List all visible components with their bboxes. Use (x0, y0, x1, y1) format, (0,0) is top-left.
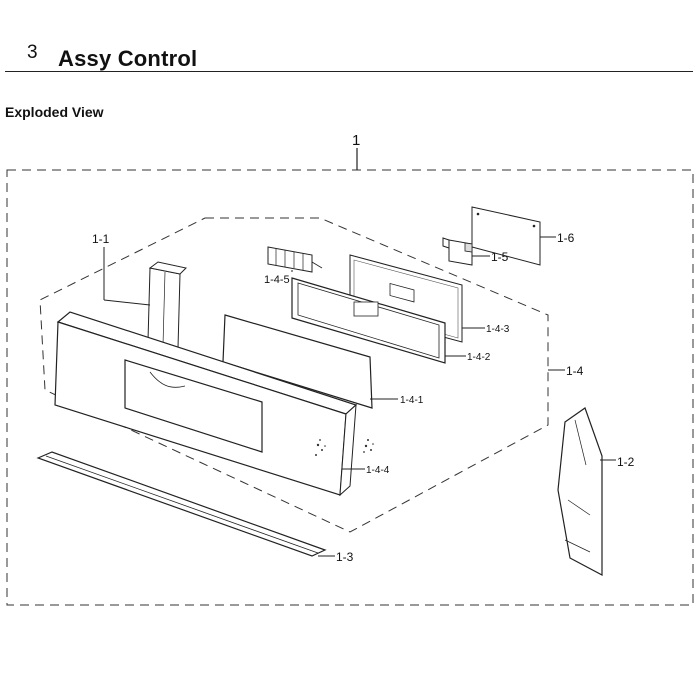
label-1-1: 1-1 (92, 232, 110, 246)
label-1-3: 1-3 (336, 550, 354, 564)
label-1-4: 1-4 (566, 364, 584, 378)
part-1-4-1-panel (222, 314, 373, 409)
leader-1-1-horiz (103, 299, 151, 306)
label-1-4-5: 1-4-5 (264, 274, 290, 286)
speckle-marks (315, 439, 374, 456)
label-1-4-1: 1-4-1 (400, 395, 424, 406)
label-assembly: 1 (352, 132, 360, 149)
part-1-6-board (471, 206, 541, 266)
label-1-2: 1-2 (617, 455, 635, 469)
section-number: 3 (27, 42, 38, 63)
part-1-5-bracket (442, 237, 473, 266)
part-1-2-bracket (557, 407, 603, 576)
subassembly-1-4-boundary (39, 217, 549, 533)
assembly-boundary (6, 169, 694, 606)
part-1-1-bracket (147, 261, 188, 349)
exploded-view-heading: Exploded View (5, 104, 104, 120)
label-1-5: 1-5 (491, 250, 509, 264)
label-1-4-3: 1-4-3 (486, 324, 510, 335)
part-1-3-trim (36, 451, 327, 557)
label-1-6: 1-6 (557, 231, 575, 245)
part-1-4-2-frame (291, 277, 446, 364)
part-1-4-5-connector (267, 246, 323, 273)
label-1-4-2: 1-4-2 (467, 352, 491, 363)
section-title-rule (5, 71, 693, 72)
label-1-4-4: 1-4-4 (366, 465, 390, 476)
section-title: Assy Control (58, 46, 198, 71)
part-main-control-panel (54, 311, 358, 497)
